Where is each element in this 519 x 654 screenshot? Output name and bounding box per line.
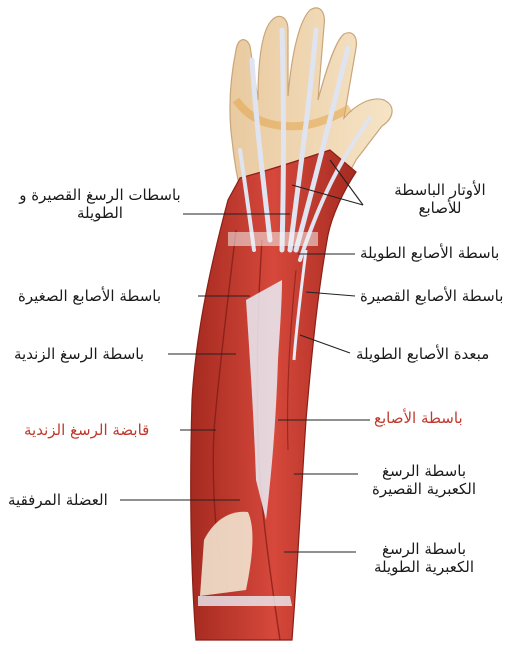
label-ext-carpi-radialis-longus: باسطة الرسغ الكعبرية الطويلة [364, 540, 484, 576]
wrist-retinaculum [228, 232, 318, 246]
label-anconeus: العضلة المرفقية [8, 491, 108, 509]
label-ext-digitorum: باسطة الأصابع [374, 409, 463, 427]
label-abd-pollicis-longus: مبعدة الأصابع الطويلة [356, 345, 489, 363]
forearm-muscles [191, 150, 356, 640]
label-flexor-carpi-ulnaris: قابضة الرسغ الزندية [24, 421, 149, 439]
label-finger-extensor-tendons: الأوتار الباسطة للأصابع [380, 181, 500, 217]
label-ext-pollicis-longus: باسطة الأصابع الطويلة [360, 244, 499, 262]
label-ext-pollicis-brevis: باسطة الأصابع القصيرة [360, 287, 503, 305]
label-ext-digiti-minimi: باسطة الأصابع الصغيرة [18, 287, 161, 305]
label-wrist-extensors-short-long: باسطات الرسغ القصيرة و الطويلة [14, 186, 186, 222]
label-ext-carpi-radialis-brevis: باسطة الرسغ الكعبرية القصيرة [364, 462, 484, 498]
label-ext-carpi-ulnaris: باسطة الرسغ الزندية [14, 345, 144, 363]
